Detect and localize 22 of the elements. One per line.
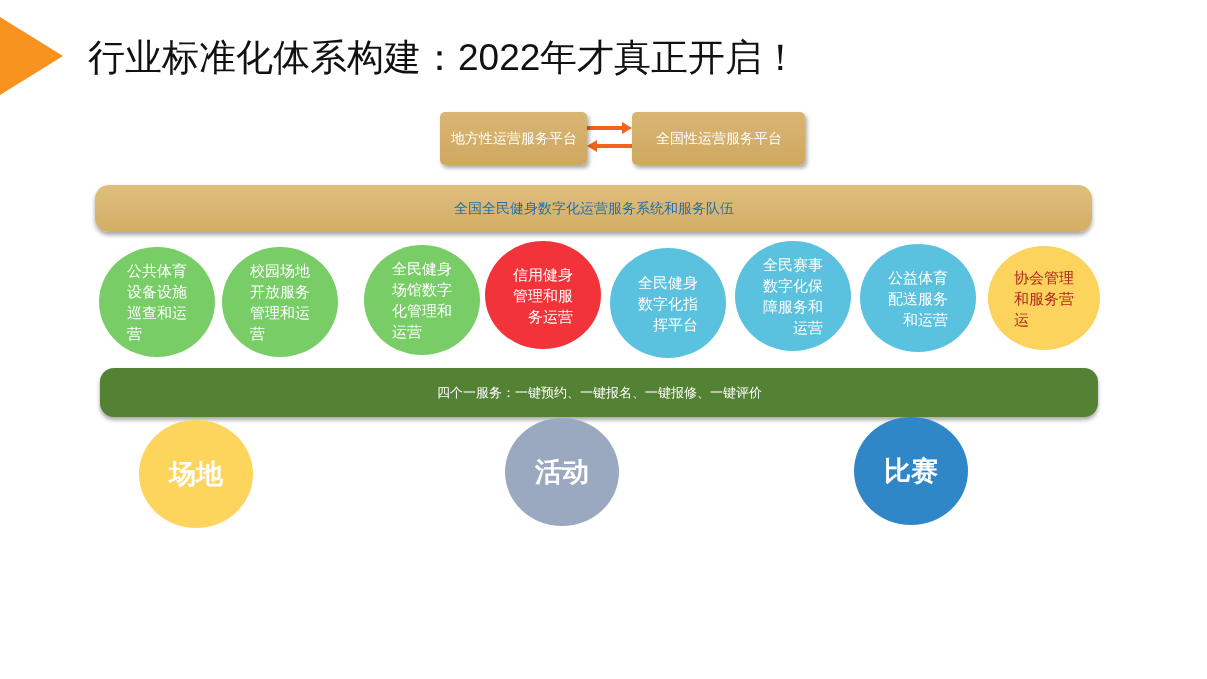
platform-box: [440, 112, 587, 165]
node-label: 活动: [535, 455, 589, 489]
node-label: 地方性运营服务平台: [450, 130, 577, 147]
node-label: 全国全民健身数字化运营服务系统和服务队伍: [453, 200, 734, 217]
node-label: 全国性运营服务平台: [655, 130, 782, 147]
node-label: 场地: [169, 457, 223, 491]
node-label: 协会管理和服务营运: [1014, 267, 1074, 330]
title: 行业标准化体系构建：2022年才真正开启！: [88, 36, 800, 80]
node-label: 信用健身管理和服务运营: [513, 264, 573, 327]
node-label: 全民健身数字化指挥平台: [638, 272, 698, 335]
arrow: [587, 140, 632, 152]
banner-band: [100, 368, 1098, 417]
node-label: 全民健身场馆数字化管理和运营: [392, 259, 452, 342]
node-label: 公益体育配送服务和运营: [888, 267, 948, 330]
node-label: 公共体育设备设施巡查和运营: [127, 261, 187, 344]
node-label: 比赛: [884, 454, 938, 488]
banner-band: [95, 185, 1092, 232]
arrow: [587, 122, 632, 134]
node-label: 四个一服务：一键预约、一键报名、一键报修、一键评价: [436, 384, 762, 401]
node-label: 校园场地开放服务管理和运营: [250, 261, 310, 344]
platform-box: [632, 112, 805, 165]
node-label: 全民赛事数字化保障服务和运营: [763, 255, 823, 338]
